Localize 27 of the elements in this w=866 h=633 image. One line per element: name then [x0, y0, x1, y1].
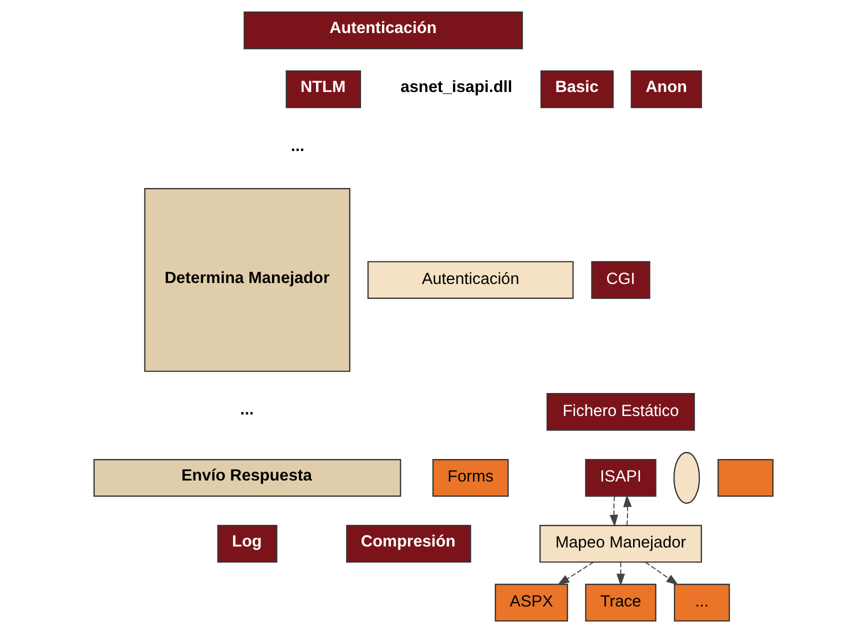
node-box: Envío Respuesta: [92, 458, 401, 497]
node-box: Compresión: [346, 524, 471, 563]
node-box: Fichero Estático: [546, 393, 694, 431]
node-box: Basic: [540, 70, 614, 108]
node-box: Forms: [432, 458, 508, 497]
node-box: Trace: [584, 584, 656, 622]
node-box: Determina Manejador: [144, 188, 350, 372]
node-box: Log: [216, 524, 277, 563]
label: asnet_isapi.dll: [400, 78, 512, 96]
arrow: [556, 562, 594, 586]
arrow: [609, 496, 618, 527]
node-box: [717, 458, 774, 497]
node-ellipse: [672, 452, 700, 504]
node-box: ASPX: [494, 584, 568, 622]
arrow: [622, 494, 632, 526]
node-box: Autenticación: [366, 261, 574, 299]
node-box: NTLM: [285, 70, 361, 108]
label: ...: [290, 136, 304, 155]
arrow: [644, 562, 678, 586]
label: ...: [240, 400, 254, 419]
node-box: Autenticación: [243, 11, 522, 50]
node-box: Anon: [630, 70, 702, 108]
arrow: [616, 562, 624, 586]
node-box: Mapeo Manejador: [538, 524, 702, 563]
node-box: ...: [673, 584, 730, 622]
node-box: ISAPI: [584, 458, 656, 497]
node-box: CGI: [590, 261, 650, 299]
